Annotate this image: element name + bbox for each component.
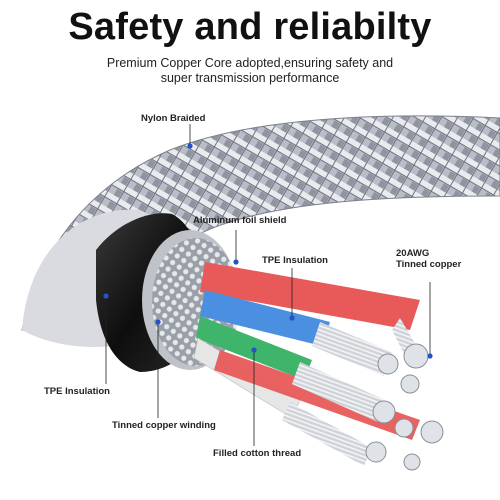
- page-title: Safety and reliabilty: [68, 6, 432, 48]
- page-subtitle: Premium Copper Core adopted,ensuring saf…: [0, 56, 500, 86]
- label-20awg-tinned-copper: 20AWG Tinned copper: [396, 248, 461, 270]
- wire-blue-insulation: [200, 290, 330, 346]
- label-aluminum-foil-shield: Aluminum foil shield: [193, 215, 287, 226]
- subtitle-line-1: Premium Copper Core adopted,ensuring saf…: [106, 56, 394, 70]
- label-tinned-copper: Tinned copper: [396, 259, 462, 270]
- strand-end-caps: [365, 343, 444, 471]
- subtitle-line-2: super transmission performance: [160, 71, 340, 85]
- label-tinned-copper-winding: Tinned copper winding: [112, 420, 216, 431]
- wire-red-insulation: [200, 262, 420, 330]
- label-nylon-braided: Nylon Braided: [141, 113, 206, 124]
- annotation-pointers: [105, 124, 431, 446]
- label-tpe-insulation-left: TPE Insulation: [44, 386, 110, 397]
- annotation-dots: [103, 143, 433, 359]
- label-filled-cotton-thread: Filled cotton thread: [213, 448, 302, 459]
- tinned-copper-strands: [282, 318, 420, 466]
- label-tpe-insulation-top: TPE Insulation: [262, 255, 328, 266]
- label-20awg: 20AWG: [396, 248, 430, 259]
